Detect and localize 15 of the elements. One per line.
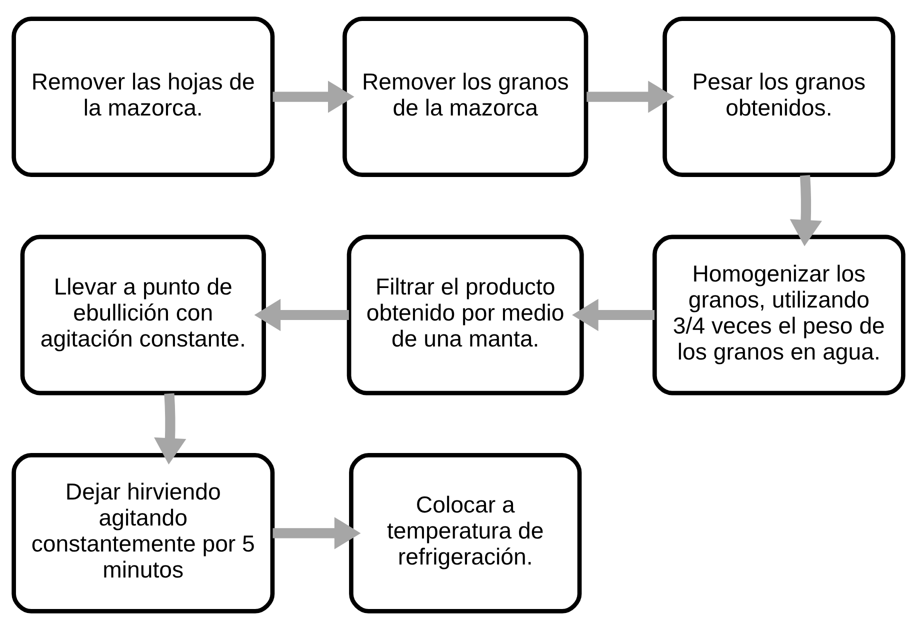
node-box: Colocar a temperatura de refrigeración. xyxy=(349,453,582,614)
arrow xyxy=(572,298,654,332)
arrow xyxy=(272,80,354,113)
node-box: Filtrar el producto obtenido por medio de una manta. xyxy=(346,234,584,396)
node-box: Remover los granos de la mazorca xyxy=(342,16,588,177)
node-box: Pesar los granos obtenidos. xyxy=(662,16,896,177)
node-box: Remover las hojas de la mazorca. xyxy=(12,16,275,177)
arrow xyxy=(272,517,361,550)
arrow xyxy=(154,393,186,464)
node-box: Homogenizar los granos, utilizando 3/4 veces el peso de los granos en agua. xyxy=(652,234,906,396)
arrow xyxy=(586,80,674,113)
arrow xyxy=(790,175,822,246)
arrow xyxy=(254,298,349,332)
node-box: Dejar hirviendo agitando constantemente por 5 minutos xyxy=(12,453,275,614)
node-box: Llevar a punto de ebullición con agitación constante. xyxy=(20,234,266,396)
